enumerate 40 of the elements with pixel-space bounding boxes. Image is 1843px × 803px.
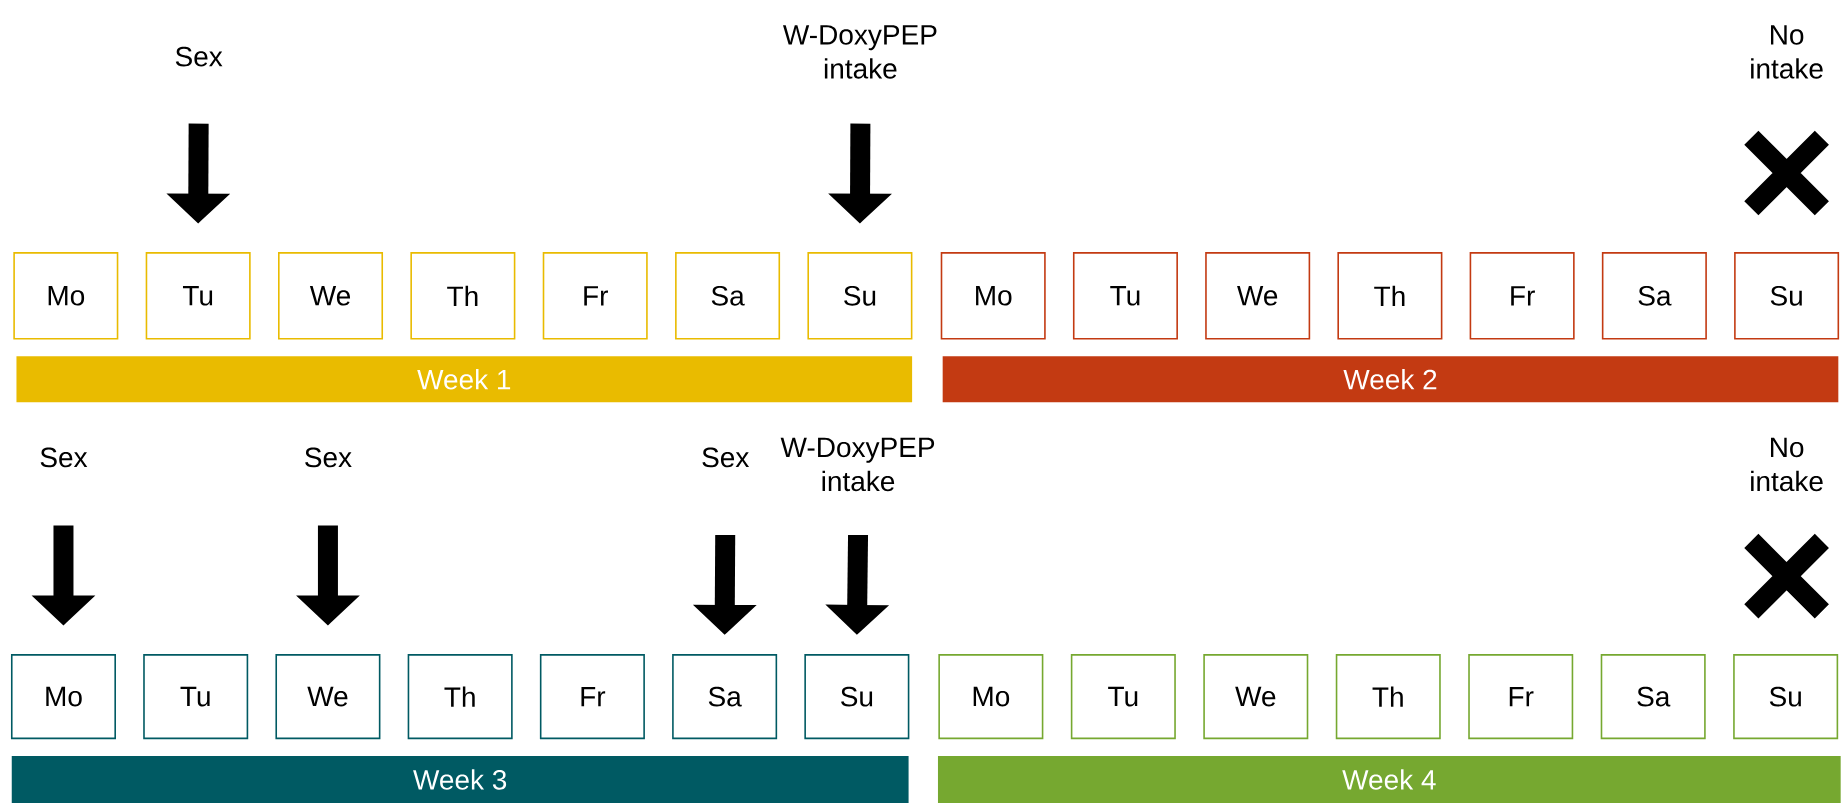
day-box: Mo xyxy=(938,654,1044,740)
day-box: Tu xyxy=(1072,252,1178,340)
day-box: Mo xyxy=(10,654,116,740)
day-box: We xyxy=(275,654,381,740)
day-box: Fr xyxy=(542,252,648,340)
day-box: Tu xyxy=(1070,654,1176,740)
day-box: Th xyxy=(1337,252,1443,340)
day-box: Su xyxy=(807,252,913,340)
day-box: Th xyxy=(410,252,516,340)
day-box: Th xyxy=(407,654,513,740)
day-box: Mo xyxy=(940,252,1046,340)
annotation-text: W-DoxyPEP intake xyxy=(783,25,937,79)
annotation-text: No intake xyxy=(1751,437,1823,492)
day-box: Mo xyxy=(13,252,119,340)
day-box: Sa xyxy=(1601,252,1707,340)
day-box: Su xyxy=(804,654,910,740)
day-box: We xyxy=(1203,654,1309,740)
week-bar: Week 1 xyxy=(16,356,913,403)
day-box: Tu xyxy=(145,252,251,340)
week-bar: Week 3 xyxy=(11,756,909,803)
week-bar: Week 4 xyxy=(937,756,1841,803)
day-box: Sa xyxy=(1600,654,1706,740)
day-box: Su xyxy=(1734,252,1840,340)
day-box: We xyxy=(278,252,384,340)
annotation-text: Sex xyxy=(40,447,88,468)
day-box: Sa xyxy=(672,654,778,740)
day-box: Tu xyxy=(143,654,249,740)
day-box: Fr xyxy=(539,654,645,740)
annotation-text: W-DoxyPEP intake xyxy=(780,437,935,492)
annotation-text: Sex xyxy=(305,447,352,468)
week-bar: Week 2 xyxy=(942,356,1839,403)
day-box: Fr xyxy=(1468,654,1574,740)
day-box: Sa xyxy=(675,252,781,340)
day-box: We xyxy=(1205,252,1311,340)
annotation-text: Sex xyxy=(702,447,750,468)
day-box: Su xyxy=(1733,654,1839,740)
day-box: Th xyxy=(1335,654,1441,740)
day-box: Fr xyxy=(1469,252,1575,340)
annotation-text: No intake xyxy=(1751,25,1823,79)
annotation-text: Sex xyxy=(175,46,223,67)
